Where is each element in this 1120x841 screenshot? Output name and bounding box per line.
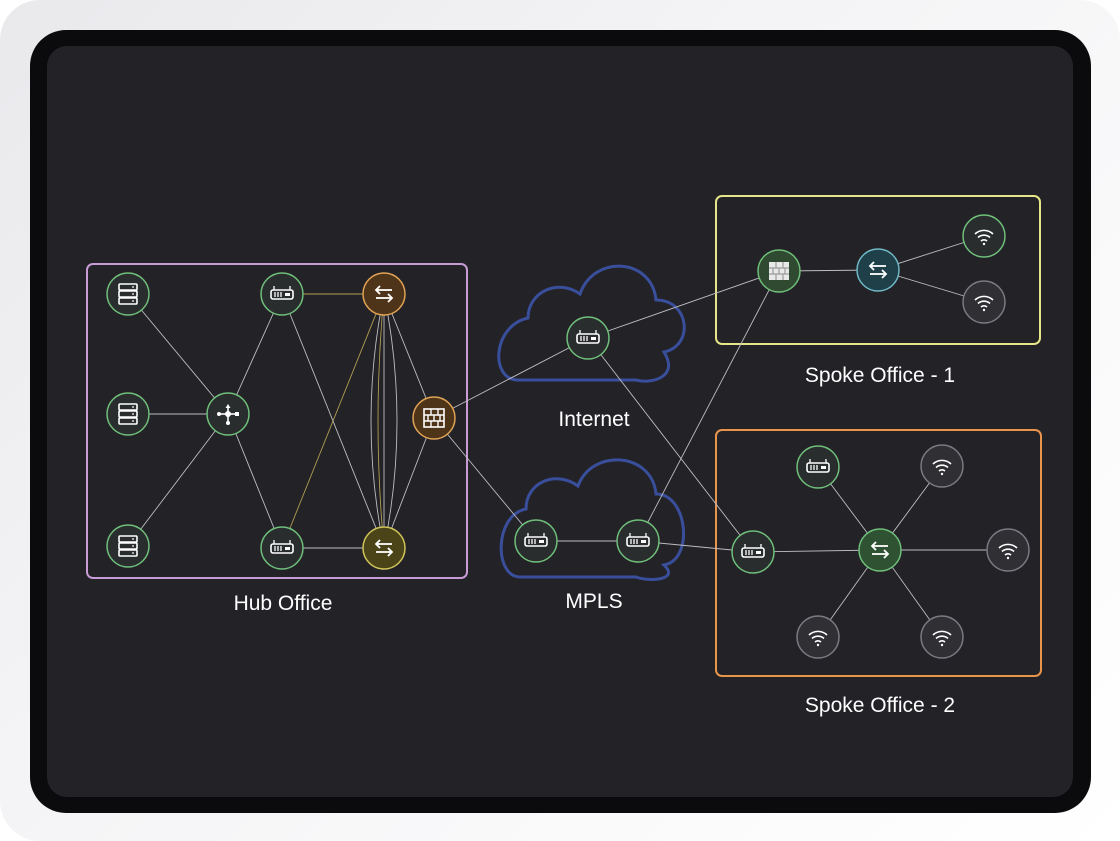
spoke-office-1-label: Spoke Office - 1 bbox=[805, 364, 955, 387]
router-icon[interactable] bbox=[260, 526, 304, 570]
spoke-office-1-box bbox=[715, 195, 1041, 345]
internet-cloud bbox=[497, 264, 686, 383]
server-icon[interactable] bbox=[106, 392, 150, 436]
switch-icon[interactable] bbox=[362, 526, 406, 570]
wifi-icon[interactable] bbox=[962, 280, 1006, 324]
router-icon[interactable] bbox=[514, 519, 558, 563]
firewall-icon[interactable] bbox=[412, 396, 456, 440]
hub-office-box bbox=[86, 263, 468, 579]
server-icon[interactable] bbox=[106, 524, 150, 568]
server-icon[interactable] bbox=[106, 272, 150, 316]
router-icon[interactable] bbox=[260, 272, 304, 316]
internet-label: Internet bbox=[558, 408, 629, 431]
router-icon[interactable] bbox=[731, 530, 775, 574]
spoke-office-2-box bbox=[715, 429, 1042, 677]
router-icon[interactable] bbox=[796, 445, 840, 489]
switch-icon[interactable] bbox=[858, 528, 902, 572]
spoke-office-2-label: Spoke Office - 2 bbox=[805, 694, 955, 717]
router-icon[interactable] bbox=[616, 519, 660, 563]
mpls-label: MPLS bbox=[565, 590, 622, 613]
wifi-icon[interactable] bbox=[796, 615, 840, 659]
switch-icon[interactable] bbox=[362, 272, 406, 316]
wifi-icon[interactable] bbox=[986, 528, 1030, 572]
hub-icon[interactable] bbox=[206, 392, 250, 436]
firewall-icon[interactable] bbox=[757, 249, 801, 293]
router-icon[interactable] bbox=[566, 316, 610, 360]
wifi-icon[interactable] bbox=[920, 615, 964, 659]
wifi-icon[interactable] bbox=[962, 214, 1006, 258]
switch-icon[interactable] bbox=[856, 248, 900, 292]
wifi-icon[interactable] bbox=[920, 444, 964, 488]
hub-office-label: Hub Office bbox=[234, 592, 333, 615]
mpls-cloud bbox=[499, 458, 685, 581]
